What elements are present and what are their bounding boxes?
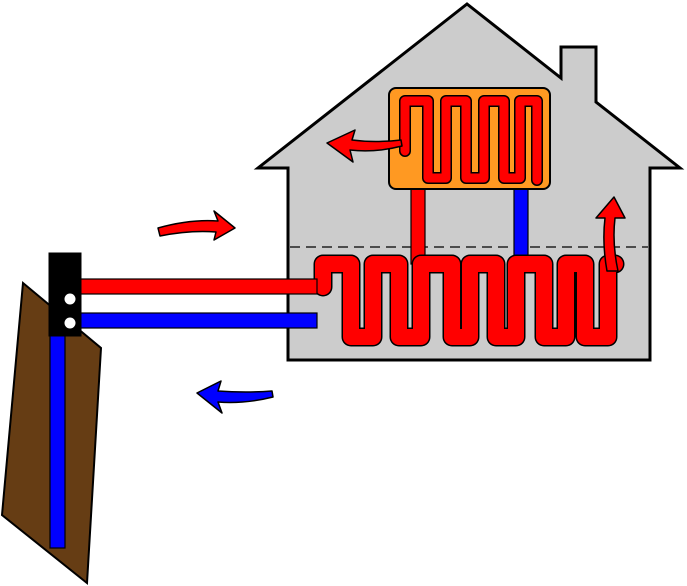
warm-air-arrow-floor: [595, 196, 626, 272]
cold-air-arrow: [196, 380, 274, 414]
underfloor-heating-loop: [313, 254, 625, 347]
return-connector-dot: [64, 317, 76, 329]
radiator-return-pipe: [513, 185, 529, 265]
warm-air-arrow-radiator: [326, 129, 403, 163]
ground-probe: [49, 319, 66, 549]
flow-pipe: [79, 278, 318, 295]
radiator: [388, 87, 551, 190]
return-pipe: [79, 312, 318, 329]
radiator-flow-pipe: [410, 185, 426, 265]
flow-connector-dot: [64, 293, 76, 305]
underfloor-coil-fill: [315, 256, 623, 345]
warm-air-arrow-outside: [157, 210, 236, 241]
